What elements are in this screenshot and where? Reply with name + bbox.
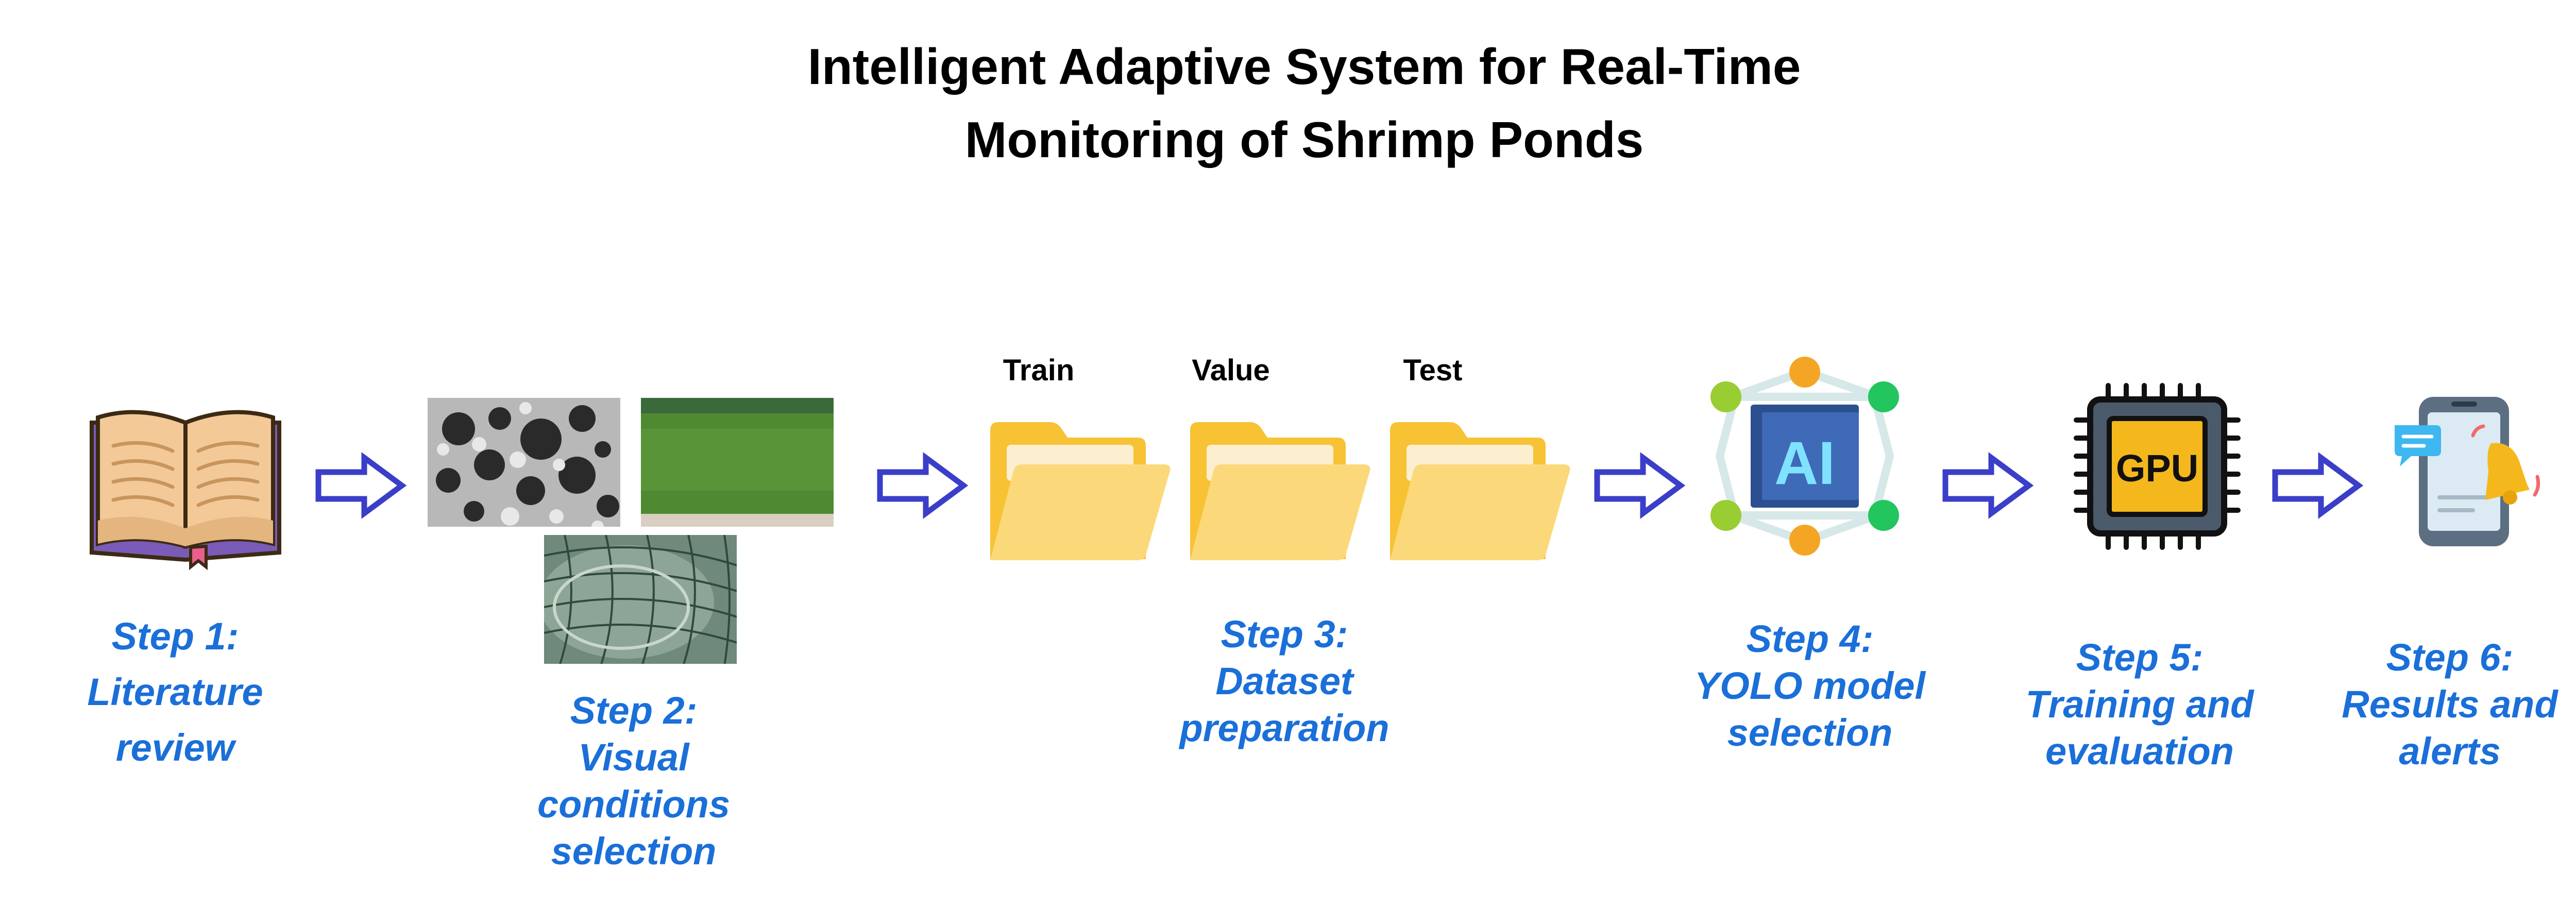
ai-chip-label: AI (1774, 429, 1835, 497)
shrimp-net-photo (543, 534, 738, 665)
step-3-caption: Step 3: Dataset preparation (1140, 611, 1429, 751)
phone-alert-icon (2391, 394, 2540, 549)
step-1-label: Step 1: (111, 615, 239, 658)
step-5-caption: Step 5: Training and evaluation (1990, 634, 2289, 775)
step-1-caption: Step 1: Literature review (36, 609, 314, 776)
step-2-label: Step 2: (570, 689, 698, 732)
gpu-chip-label: GPU (2115, 447, 2199, 490)
step-6-label: Step 6: (2386, 636, 2514, 679)
step-6-text-line-1: Results and (2342, 683, 2558, 726)
gpu-chip-icon: GPU (2072, 381, 2242, 551)
arrow-right-icon (1942, 452, 2034, 519)
step-2-text-line-3: selection (551, 830, 717, 873)
step-5-label: Step 5: (2076, 636, 2204, 679)
step-2-caption: Step 2: Visual conditions selection (495, 687, 773, 875)
step-1-text-line-1: Literature (87, 671, 263, 713)
diagram-title-line-1: Intelligent Adaptive System for Real-Tim… (807, 38, 1801, 95)
green-pond-photo (640, 397, 835, 528)
arrow-right-icon (1594, 452, 1686, 519)
step-5-text-line-1: Training and (2025, 683, 2254, 726)
step-4-label: Step 4: (1746, 617, 1874, 660)
step-1-text-line-2: review (115, 726, 235, 769)
arrow-right-icon (315, 452, 407, 519)
arrow-right-icon (2272, 452, 2364, 519)
step-4-text-line-1: YOLO model (1694, 664, 1926, 707)
folder-icon (988, 420, 1174, 562)
step-3-label: Step 3: (1221, 613, 1348, 656)
step-6-caption: Step 6: Results and alerts (2306, 634, 2576, 775)
foam-bubbles-photo (427, 397, 621, 528)
step-6-text-line-2: alerts (2399, 730, 2501, 773)
folder-icon (1188, 420, 1374, 562)
step-4-text-line-2: selection (1727, 711, 1893, 754)
folder-icon (1388, 420, 1573, 562)
step-3-text-line-1: Dataset (1215, 660, 1353, 702)
folder-label-test: Test (1403, 354, 1463, 387)
folder-label-train: Train (1003, 354, 1075, 387)
step-3-text-line-2: preparation (1179, 707, 1389, 749)
arrow-right-icon (877, 452, 969, 519)
ai-chip-icon: AI (1704, 356, 1905, 557)
folder-label-value: Value (1192, 354, 1270, 387)
book-icon (88, 402, 283, 571)
step-5-text-line-2: evaluation (2045, 730, 2234, 773)
diagram-title-line-2: Monitoring of Shrimp Ponds (964, 111, 1644, 168)
step-2-text-line-1: Visual (578, 736, 689, 779)
step-4-caption: Step 4: YOLO model selection (1655, 615, 1964, 756)
step-2-text-line-2: conditions (537, 783, 731, 826)
